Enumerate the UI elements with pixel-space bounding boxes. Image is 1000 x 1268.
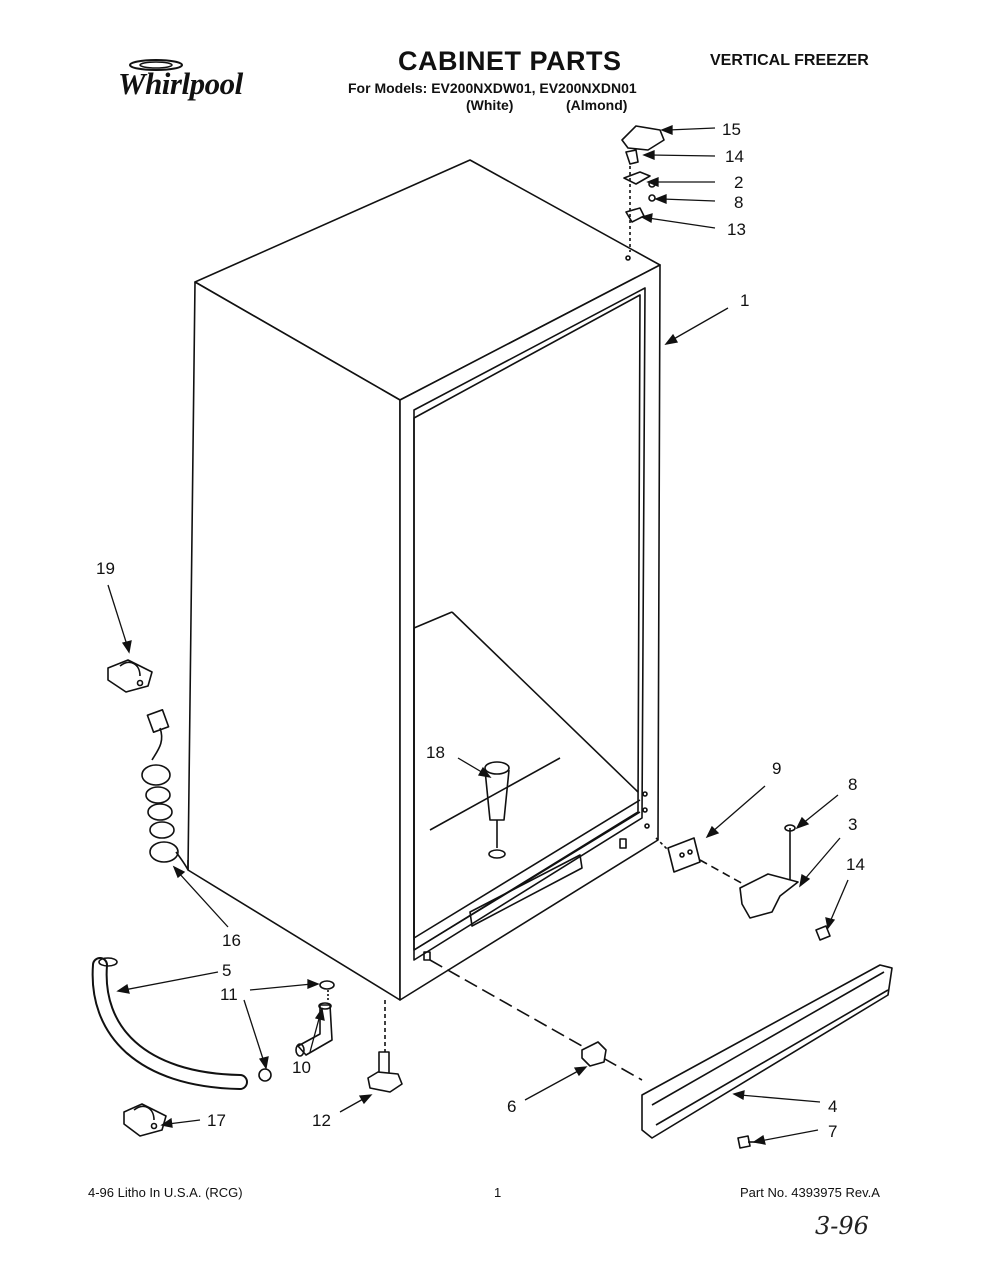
clamp-19-part [107,659,153,693]
callout-19: 19 [96,559,115,578]
kickplate-part [429,959,893,1139]
callout-7: 7 [828,1122,837,1141]
callout-8-lower: 8 [848,775,857,794]
callout-14-lower: 14 [846,855,865,874]
callout-1: 1 [740,291,749,310]
callout-16: 16 [222,931,241,950]
callout-2: 2 [734,173,743,192]
callout-11: 11 [220,985,238,1004]
leveling-leg-part [367,1000,403,1093]
callout-10: 10 [292,1058,311,1077]
callout-17: 17 [207,1111,226,1130]
sleeve-part [484,761,510,859]
variant-almond: (Almond) [566,97,628,113]
callout-14: 14 [725,147,744,166]
top-hinge-assembly [621,125,665,252]
logo-text: Whirlpool [118,66,243,101]
callout-9: 9 [772,759,781,778]
leader-lines [107,125,849,1145]
drain-hose-part [91,957,248,1090]
page-number: 1 [494,1185,502,1200]
clamp-17-part [123,1103,167,1137]
callout-12: 12 [312,1111,331,1130]
clip-part [581,1041,607,1067]
part-number: Part No. 4393975 Rev.A [740,1185,880,1200]
power-cord-part [141,709,189,871]
page-title: CABINET PARTS [398,46,622,76]
callout-15: 15 [722,120,741,139]
callout-4: 4 [828,1097,837,1116]
model-list: For Models: EV200NXDW01, EV200NXDN01 [348,80,637,96]
callout-6: 6 [507,1097,516,1116]
callout-18: 18 [426,743,445,762]
litho-note: 4-96 Litho In U.S.A. (RCG) [88,1185,243,1200]
whirlpool-logo: Whirlpool [118,58,268,108]
handwritten-note: 3-96 [815,1212,869,1240]
bottom-hinge-assembly [655,824,831,941]
logo-swirl-icon [129,59,183,71]
variant-white: (White) [466,97,514,113]
product-category: VERTICAL FREEZER [710,52,869,69]
callout-13: 13 [727,220,746,239]
cabinet-part [187,159,661,1001]
callout-8: 8 [734,193,743,212]
callout-5: 5 [222,961,231,980]
callout-3: 3 [848,815,857,834]
